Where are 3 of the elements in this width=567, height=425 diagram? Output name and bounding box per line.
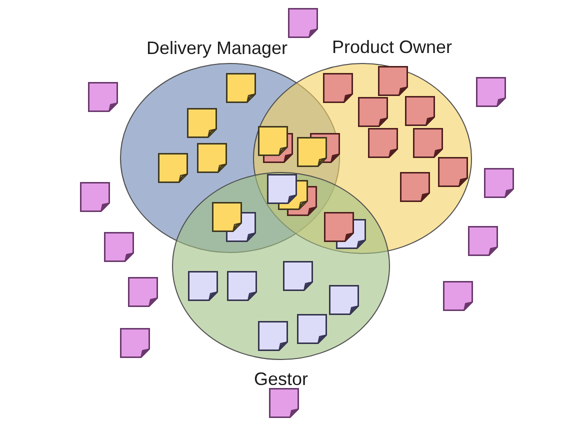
set-label: Delivery Manager [146, 38, 288, 58]
set-label: Product Owner [332, 38, 452, 56]
set-label: Gestor [254, 370, 308, 388]
